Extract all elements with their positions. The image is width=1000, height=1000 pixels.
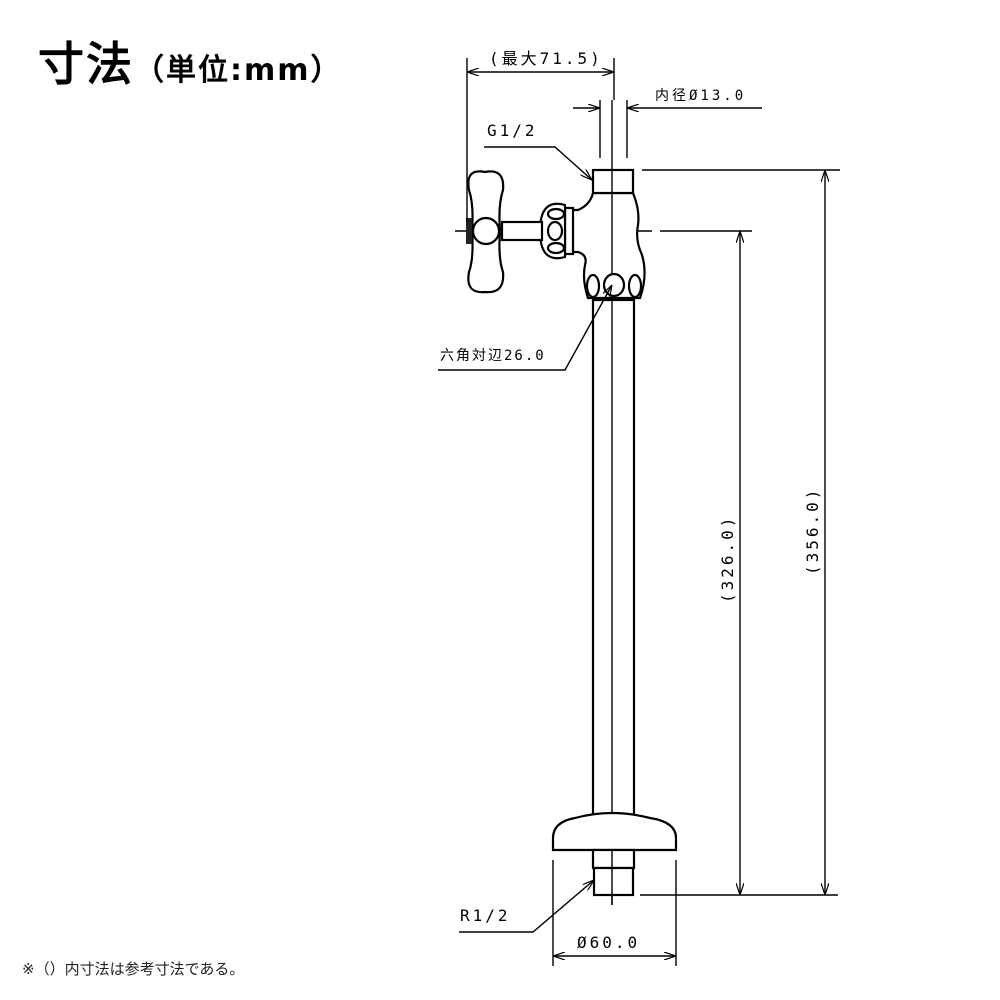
riser-pipe <box>591 298 636 824</box>
max-width-label: (最大71.5) <box>489 49 603 68</box>
handle-knurl <box>466 218 472 244</box>
top-thread <box>591 168 635 195</box>
footnote: ※（）内寸法は参考寸法である。 <box>22 960 245 978</box>
title-unit: （単位:mm） <box>134 53 343 88</box>
inner-diameter-label: 内径Ø13.0 <box>655 88 746 104</box>
hex-label: 六角対辺26.0 <box>440 348 546 364</box>
title-main: 寸法 <box>38 37 134 91</box>
cross-handle <box>466 170 505 294</box>
top-thread-label: G1/2 <box>487 121 538 140</box>
height-to-handle-label: (326.0) <box>718 515 737 603</box>
bottom-thread <box>592 866 635 897</box>
bottom-thread-label: R1/2 <box>460 906 511 925</box>
flange-diameter-label: Ø60.0 <box>577 933 640 952</box>
valve-body <box>500 168 646 300</box>
wall-flange <box>551 811 678 905</box>
spindle <box>500 220 544 242</box>
total-height-label: (356.0) <box>803 487 822 575</box>
page-title: 寸法（単位:mm） <box>38 28 343 94</box>
